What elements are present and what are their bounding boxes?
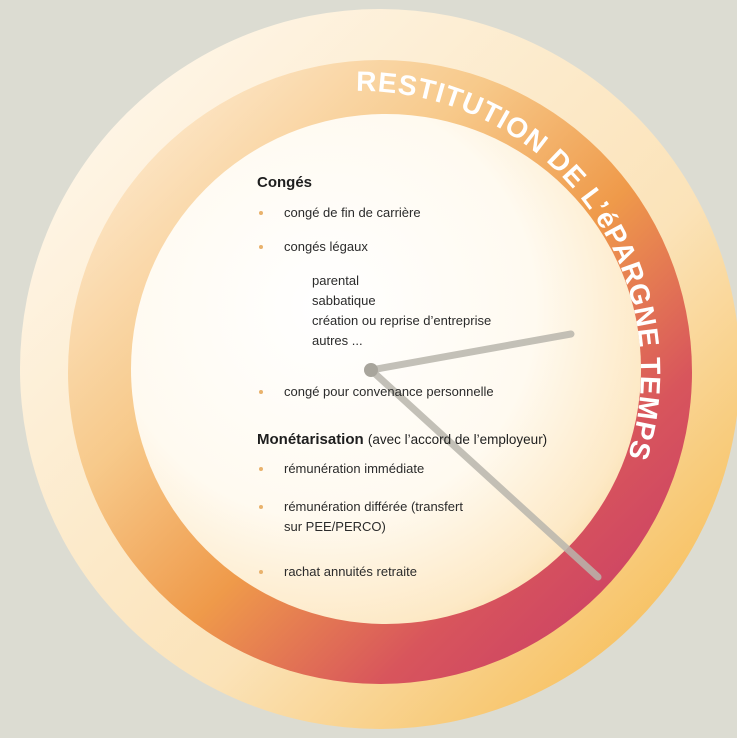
- bullet-icon: [259, 211, 263, 215]
- clock-hands: [364, 330, 602, 581]
- bullet-icon: [259, 390, 263, 394]
- bullet-icon: [259, 245, 263, 249]
- bullet-icon: [259, 467, 263, 471]
- conges-heading: Congés: [257, 174, 313, 191]
- conges-sub-item-1: parental: [312, 273, 359, 288]
- monetisation-heading: Monétarisation (avec l’accord de l’emplo…: [257, 431, 547, 448]
- monetisation-title: Monétarisation: [257, 431, 364, 448]
- conges-sub-item-2: sabbatique: [312, 293, 376, 308]
- monetisation-item-2: rémunération différée (transfert: [284, 499, 463, 514]
- conges-item-3: congé pour convenance personnelle: [284, 384, 494, 399]
- hand-long: [367, 366, 602, 581]
- bullet-icon: [259, 505, 263, 509]
- hand-short: [367, 330, 575, 374]
- monetisation-item-3: rachat annuités retraite: [284, 564, 417, 579]
- monetisation-item-1: rémunération immédiate: [284, 461, 425, 476]
- monetisation-item-2-continuation: sur PEE/PERCO): [284, 519, 386, 534]
- conges-item-1: congé de fin de carrière: [284, 205, 421, 220]
- conges-sub-item-3: création ou reprise d’entreprise: [312, 313, 492, 328]
- conges-item-2: congés légaux: [284, 239, 368, 254]
- bullet-icon: [259, 570, 263, 574]
- monetisation-note: (avec l’accord de l’employeur): [367, 432, 548, 447]
- conges-sub-item-4: autres ...: [312, 333, 363, 348]
- hand-hub: [364, 363, 378, 377]
